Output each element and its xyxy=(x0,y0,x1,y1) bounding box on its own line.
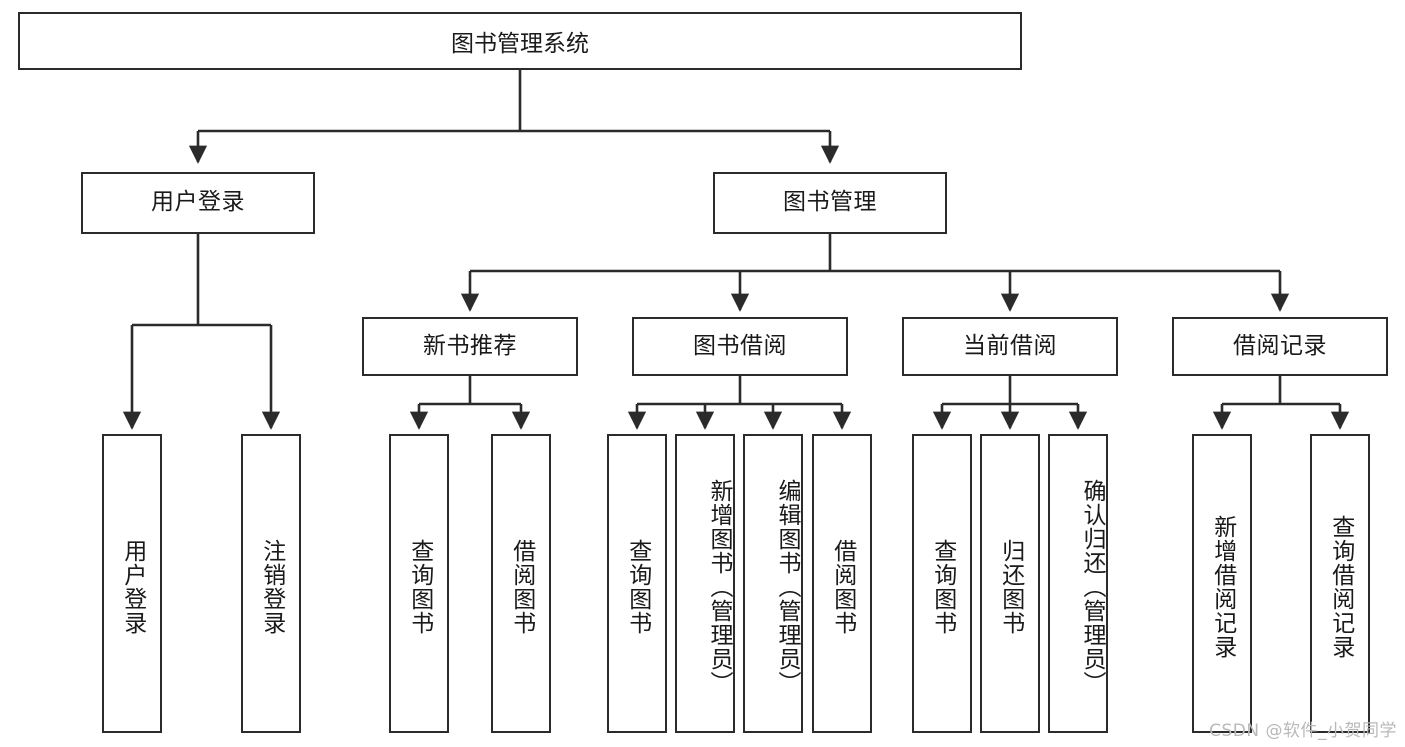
node-label: 归还图书 xyxy=(997,538,1024,635)
leaf-borrow-query-book[interactable]: 查询图书 xyxy=(607,434,667,733)
node-label: 借阅图书 xyxy=(829,538,856,635)
node-label: 新增借阅记录 xyxy=(1209,514,1236,659)
node-label: 查询图书 xyxy=(406,538,433,635)
node-book-management[interactable]: 图书管理 xyxy=(713,172,947,234)
node-label: 图书借阅 xyxy=(693,332,787,359)
node-user-login[interactable]: 用户登录 xyxy=(81,172,315,234)
node-label: 借阅图书 xyxy=(508,538,535,635)
node-label: 借阅记录 xyxy=(1233,332,1327,359)
leaf-user-login-signin[interactable]: 用户登录 xyxy=(102,434,162,733)
leaf-recommend-borrow-book[interactable]: 借阅图书 xyxy=(491,434,551,733)
leaf-record-add-record[interactable]: 新增借阅记录 xyxy=(1192,434,1252,733)
leaf-current-return-book[interactable]: 归还图书 xyxy=(980,434,1040,733)
leaf-borrow-borrow-book[interactable]: 借阅图书 xyxy=(812,434,872,733)
node-borrow-record[interactable]: 借阅记录 xyxy=(1172,317,1388,376)
leaf-borrow-edit-book[interactable]: 编辑图书（管理员） xyxy=(743,434,803,733)
node-label: 注销登录 xyxy=(258,538,285,635)
leaf-recommend-query-book[interactable]: 查询图书 xyxy=(389,434,449,733)
node-label: 用户登录 xyxy=(151,189,245,216)
leaf-user-login-signout[interactable]: 注销登录 xyxy=(241,434,301,733)
node-label: 查询图书 xyxy=(929,538,956,635)
node-label: 确认归还（管理员） xyxy=(1079,478,1105,695)
node-label: 编辑图书（管理员） xyxy=(774,478,800,695)
leaf-borrow-add-book[interactable]: 新增图书（管理员） xyxy=(675,434,735,733)
node-label: 查询借阅记录 xyxy=(1327,514,1354,659)
node-label: 图书管理系统 xyxy=(451,31,589,57)
node-label: 图书管理 xyxy=(783,189,877,216)
leaf-current-query-book[interactable]: 查询图书 xyxy=(912,434,972,733)
node-label: 新增图书（管理员） xyxy=(706,478,732,695)
watermark: CSDN @软件_小贺同学 xyxy=(1209,721,1397,741)
node-label: 当前借阅 xyxy=(963,332,1057,359)
leaf-record-query-record[interactable]: 查询借阅记录 xyxy=(1310,434,1370,733)
node-new-book-recommend[interactable]: 新书推荐 xyxy=(362,317,578,376)
node-current-borrow[interactable]: 当前借阅 xyxy=(902,317,1118,376)
node-label: 查询图书 xyxy=(624,538,651,635)
leaf-current-confirm-return[interactable]: 确认归还（管理员） xyxy=(1048,434,1108,733)
node-book-borrow[interactable]: 图书借阅 xyxy=(632,317,848,376)
node-root-system[interactable]: 图书管理系统 xyxy=(18,12,1022,70)
node-label: 用户登录 xyxy=(119,538,146,635)
node-label: 新书推荐 xyxy=(423,332,517,359)
